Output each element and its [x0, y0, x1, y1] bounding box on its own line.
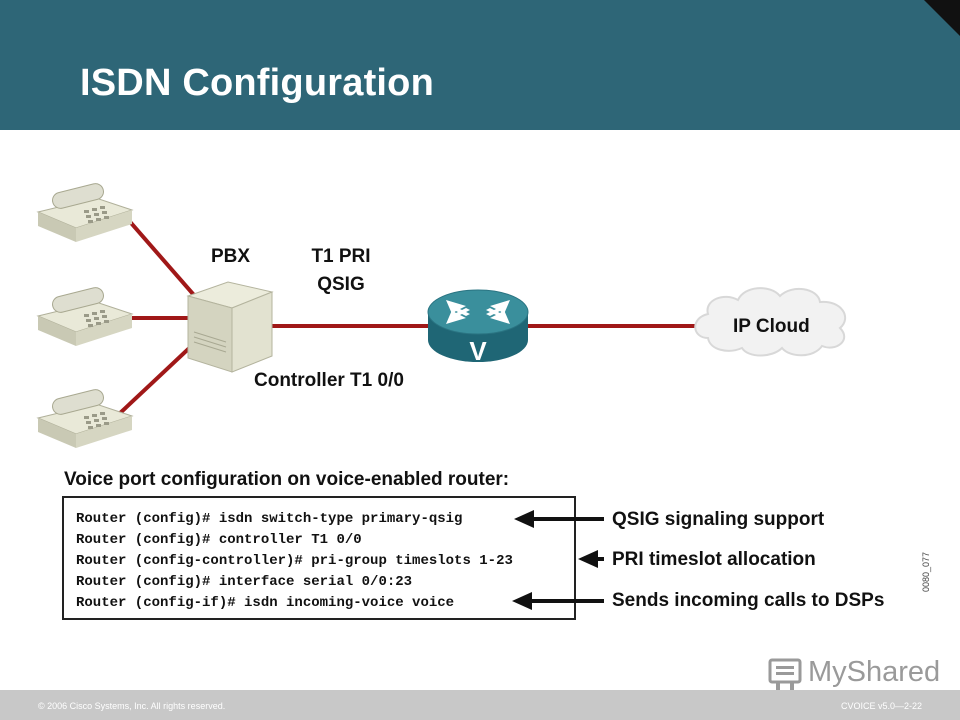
- config-command: Router (config)# controller T1 0/0: [76, 532, 362, 548]
- corner-decoration: [924, 0, 960, 36]
- config-command: Router (config-controller)# pri-group ti…: [76, 553, 513, 569]
- config-command: Router (config-if)# isdn incoming-voice …: [76, 595, 455, 611]
- trunk-label-line1: T1 PRI: [311, 246, 371, 267]
- pbx-label: PBX: [211, 246, 251, 267]
- phone-3-link: [116, 336, 202, 417]
- voice-router-icon: V: [427, 289, 529, 366]
- annotation-dsp: Sends incoming calls to DSPs: [612, 590, 885, 611]
- arrowhead-icon: [578, 550, 598, 568]
- footer-band: [0, 690, 960, 720]
- config-command: Router (config)# interface serial 0/0:23: [76, 574, 413, 590]
- config-box: Router (config)# isdn switch-type primar…: [62, 496, 576, 620]
- cloud-label: IP Cloud: [733, 316, 810, 337]
- controller-label: Controller T1 0/0: [254, 370, 404, 391]
- phone-icon: [36, 287, 134, 346]
- figure-id: 0080_077: [921, 551, 931, 592]
- config-heading: Voice port configuration on voice-enable…: [64, 469, 510, 490]
- trunk-label-line2: QSIG: [317, 274, 365, 295]
- header-band: [0, 0, 960, 130]
- links: [116, 206, 700, 417]
- watermark-logo-icon: [768, 658, 802, 690]
- course-id: CVOICE v5.0—2-22: [840, 701, 922, 711]
- pbx-icon: [186, 281, 274, 373]
- phone-icon: [36, 389, 134, 448]
- config-command: Router (config)# isdn switch-type primar…: [76, 511, 463, 527]
- router-letter: V: [469, 336, 487, 366]
- arrowhead-icon: [512, 592, 532, 610]
- watermark-text: MyShared: [808, 656, 941, 688]
- annotation-pri: PRI timeslot allocation: [612, 549, 816, 570]
- cloud-icon: [694, 287, 847, 357]
- network-diagram: V: [36, 183, 847, 448]
- phone-icon: [36, 183, 134, 242]
- annotation-qsig: QSIG signaling support: [612, 509, 825, 530]
- arrowhead-icon: [514, 510, 534, 528]
- copyright-text: © 2006 Cisco Systems, Inc. All rights re…: [38, 701, 226, 711]
- page-title: ISDN Configuration: [80, 62, 435, 104]
